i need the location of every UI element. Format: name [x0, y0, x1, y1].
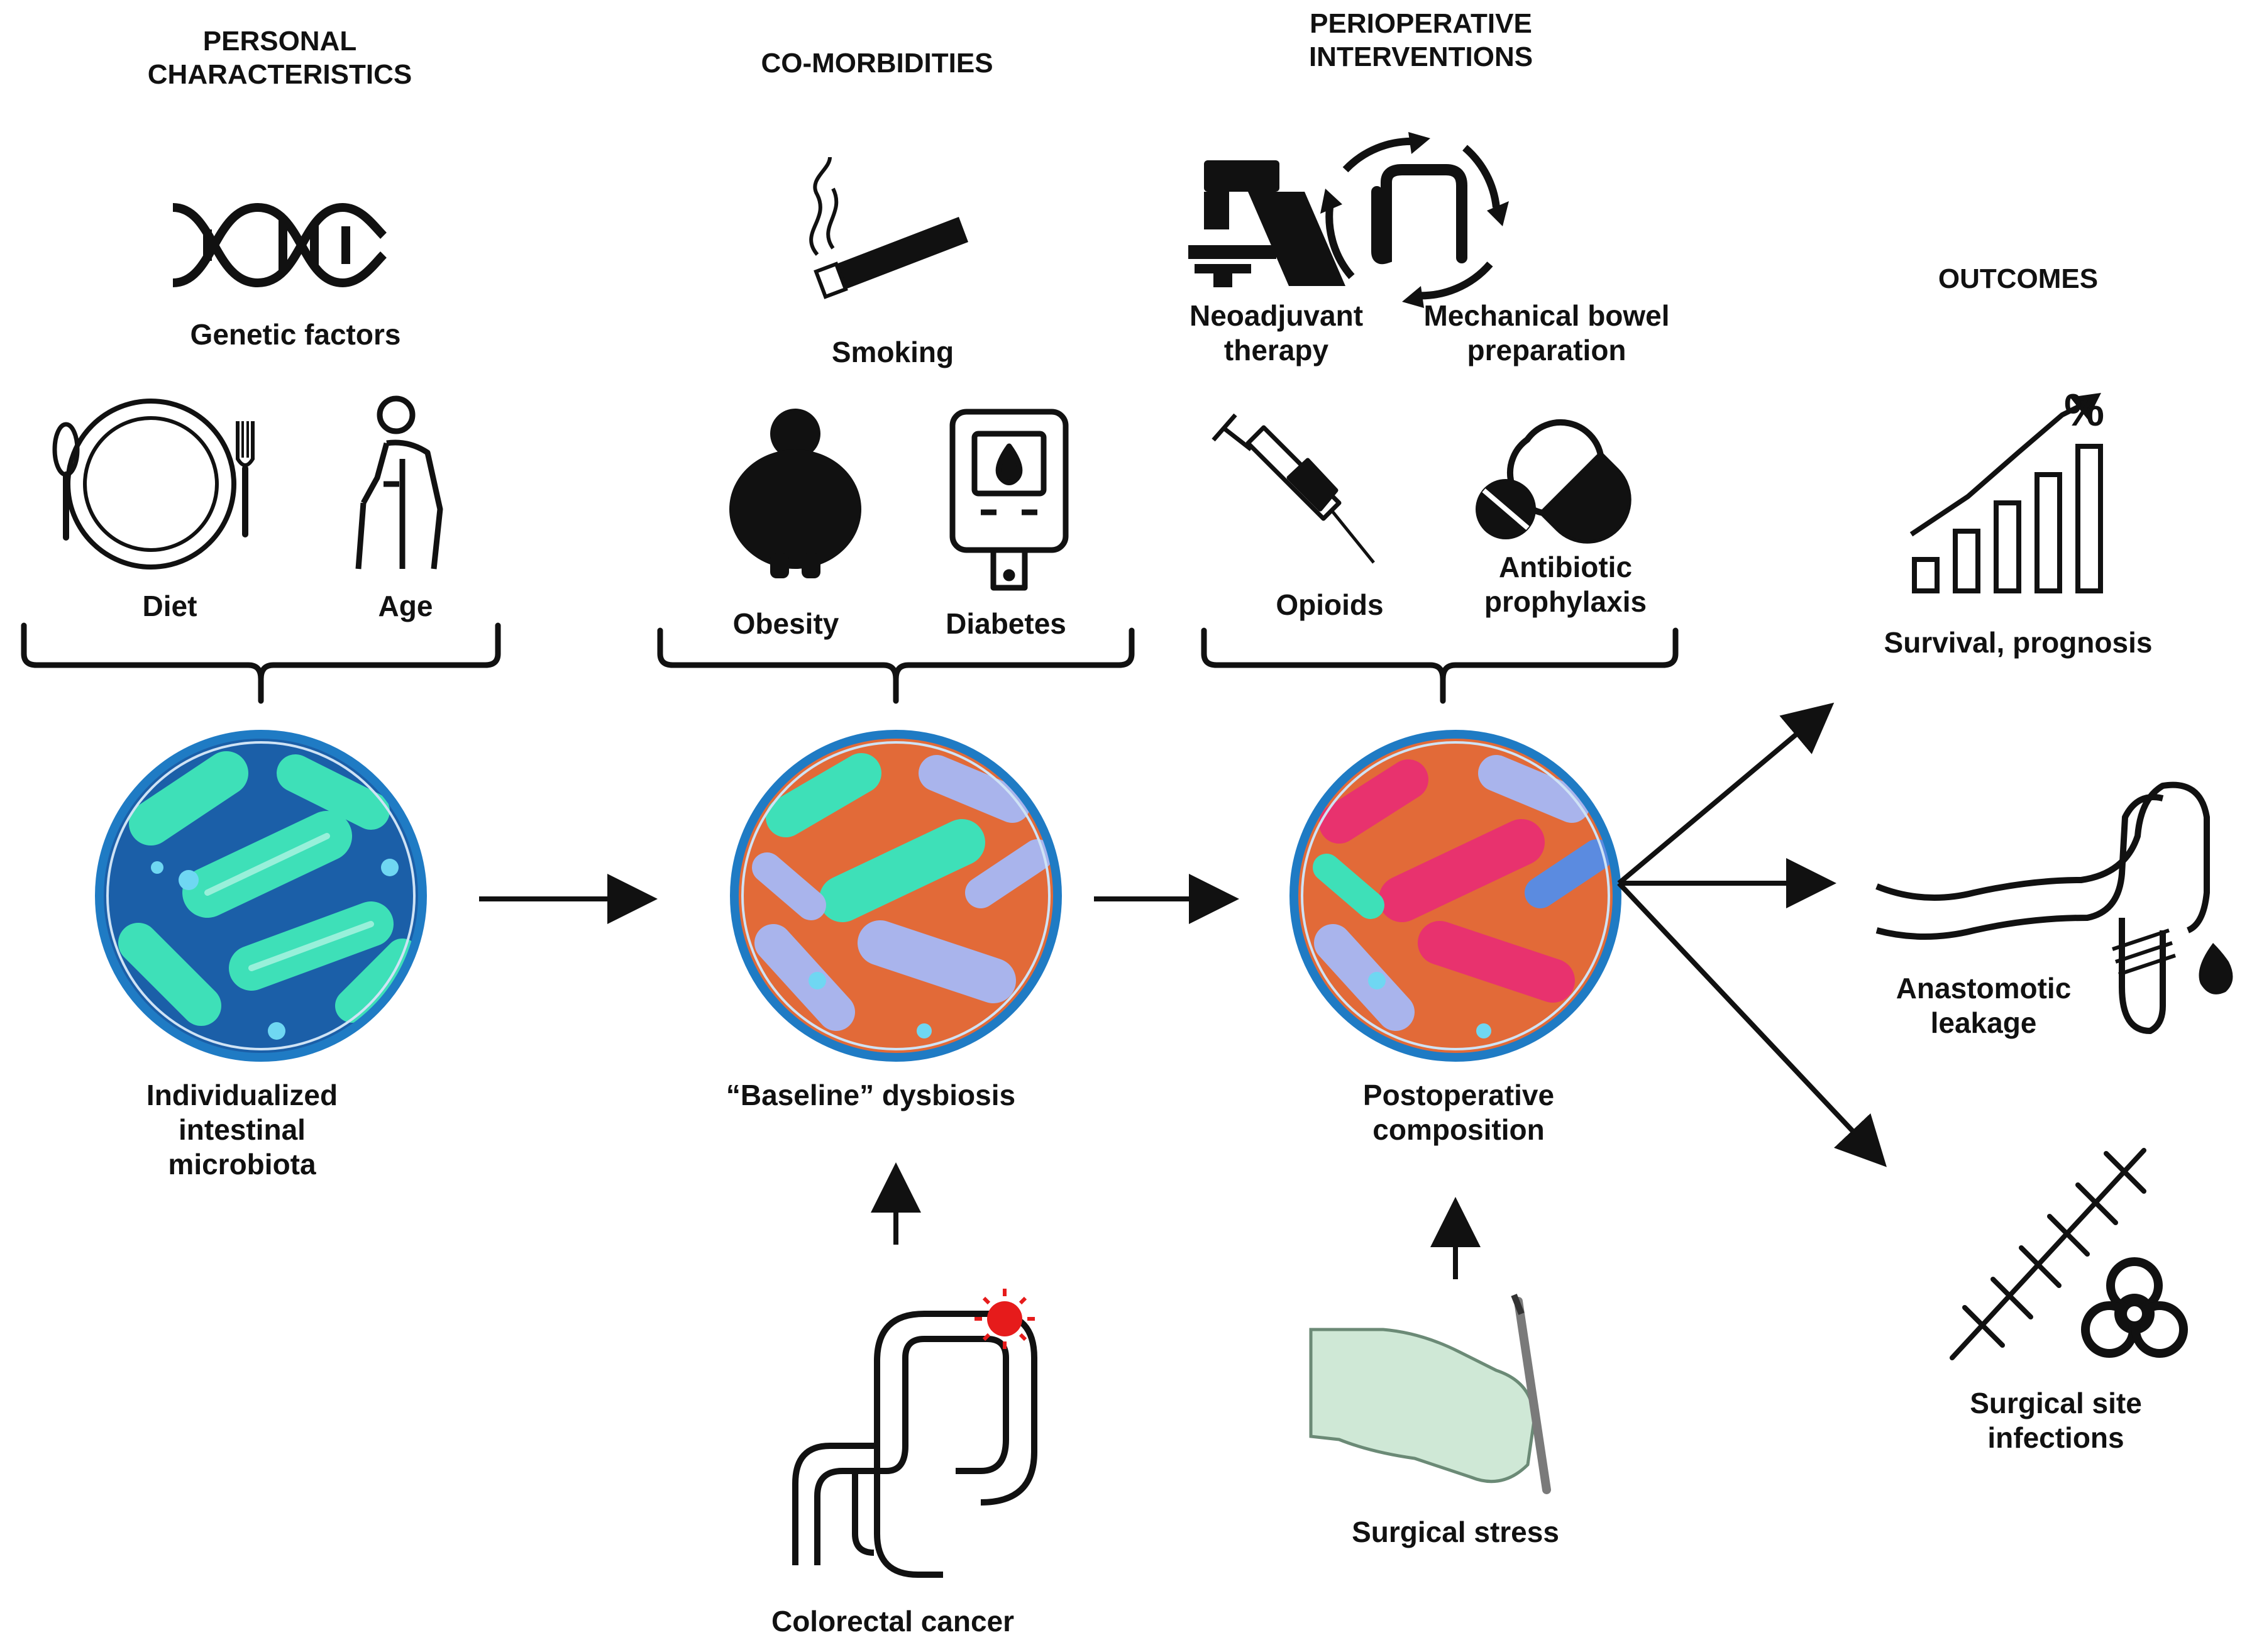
- bacterium: [919, 755, 1030, 823]
- brace-personal: [21, 622, 501, 704]
- percent-icon: %: [2063, 385, 2105, 436]
- cigarette-icon: [809, 157, 968, 299]
- surgeon-hand-scalpel-icon: [1309, 1294, 1551, 1494]
- bacterium: [752, 852, 826, 920]
- plate-cutlery-icon: [52, 399, 255, 570]
- bacterium: [1313, 854, 1384, 919]
- label-surgical-stress: Surgical stress: [1352, 1516, 1559, 1548]
- bacterium: [858, 920, 1016, 1003]
- dna-icon: [172, 202, 387, 288]
- bacterium: [1478, 755, 1590, 823]
- bacterium: [965, 839, 1053, 908]
- label-postoperative-composition: Postoperative composition: [1362, 1079, 1555, 1147]
- label-individualized-microbiota: Individualized intestinal microbiota: [146, 1079, 338, 1181]
- microbiota-circle-baseline: [730, 730, 1062, 1062]
- bacterium: [277, 754, 390, 830]
- label-anastomotic-leakage: Anastomotic leakage: [1896, 972, 2072, 1040]
- label-survival-prognosis: Survival, prognosis: [1884, 626, 2153, 659]
- header-outcomes: OUTCOMES: [1938, 263, 2099, 294]
- label-diabetes: Diabetes: [946, 607, 1066, 640]
- glucometer-icon: [949, 409, 1069, 591]
- arrow-to-infections: [1617, 881, 1887, 1167]
- bacterium: [1418, 921, 1575, 1003]
- bacterium: [129, 751, 248, 845]
- bacterium: [1314, 924, 1415, 1031]
- radiotherapy-machine-icon: [1188, 160, 1345, 287]
- growth-chart-icon: [1909, 392, 2103, 593]
- bacterium: [335, 939, 419, 1023]
- flow-arrows: [479, 702, 1887, 1279]
- label-mechanical-bowel-preparation: Mechanical bowel preparation: [1423, 299, 1670, 367]
- label-colorectal-cancer: Colorectal cancer: [771, 1605, 1015, 1638]
- header-co-morbidities: CO-MORBIDITIES: [761, 48, 993, 79]
- pills-icon: [1476, 419, 1631, 544]
- brace-perioperative: [1201, 627, 1679, 704]
- bacterium: [1525, 839, 1613, 908]
- elderly-person-icon: [355, 395, 443, 570]
- bowel-cycle-icon: [1320, 132, 1509, 308]
- header-personal-characteristics: PERSONAL CHARACTERISTICS: [147, 26, 412, 90]
- biohazard-icon: [2081, 1257, 2188, 1358]
- colon-leak-icon: [1875, 781, 2210, 1034]
- label-surgical-site-infections: Surgical site infections: [1970, 1387, 2142, 1455]
- brace-comorbidities: [657, 627, 1135, 704]
- drop-icon: [2199, 943, 2233, 994]
- colon-tumor-icon: [792, 1311, 1037, 1578]
- label-obesity: Obesity: [732, 607, 839, 640]
- bacterium: [1319, 759, 1428, 844]
- label-antibiotic-prophylaxis: Antibiotic prophylaxis: [1484, 551, 1647, 619]
- bacterium: [766, 753, 881, 837]
- label-neoadjuvant-therapy: Neoadjuvant therapy: [1189, 299, 1364, 367]
- label-opioids: Opioids: [1276, 588, 1384, 621]
- label-baseline-dysbiosis: “Baseline” dysbiosis: [726, 1079, 1016, 1111]
- tumor-icon: [974, 1289, 1035, 1349]
- bacterium: [754, 924, 855, 1031]
- label-smoking: Smoking: [831, 336, 954, 368]
- obesity-person-icon: [729, 409, 861, 578]
- label-age: Age: [378, 590, 433, 622]
- microbiota-circle-postoperative: [1289, 730, 1621, 1062]
- bacterium: [819, 819, 985, 922]
- arrow-to-survival: [1617, 702, 1835, 886]
- microbiota-circle-individualized: [95, 730, 427, 1062]
- bacterium: [118, 923, 221, 1026]
- label-diet: Diet: [142, 590, 197, 622]
- header-perioperative-interventions: PERIOPERATIVE INTERVENTIONS: [1308, 8, 1533, 72]
- bacterium: [1379, 819, 1545, 922]
- syringe-icon: [1212, 413, 1375, 564]
- stitched-wound-icon: [1950, 1148, 2146, 1360]
- label-genetic-factors: Genetic factors: [190, 318, 401, 351]
